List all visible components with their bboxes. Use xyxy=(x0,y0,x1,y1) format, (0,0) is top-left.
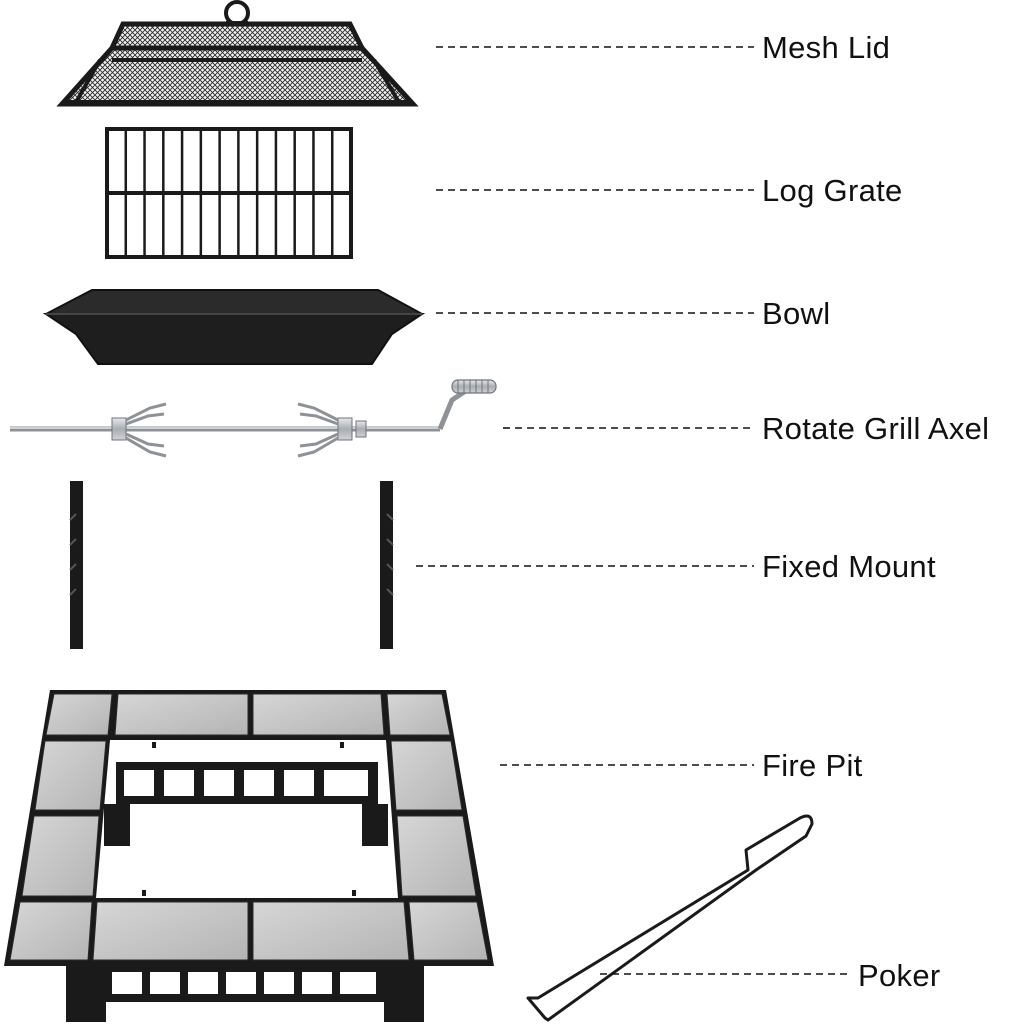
label-log-grate: Log Grate xyxy=(762,173,903,208)
label-mesh-lid: Mesh Lid xyxy=(762,30,890,65)
bowl-illustration xyxy=(42,289,426,365)
fixed-mount-illustration xyxy=(69,481,394,649)
label-fixed-mount: Fixed Mount xyxy=(762,549,936,584)
label-rotate-grill-axel: Rotate Grill Axel xyxy=(762,411,989,446)
log-grate-illustration xyxy=(105,127,353,259)
label-poker: Poker xyxy=(858,958,940,993)
fire-pit-illustration xyxy=(4,690,494,1022)
mesh-lid-illustration xyxy=(56,0,419,107)
label-bowl: Bowl xyxy=(762,296,830,331)
rotisserie-axle-illustration xyxy=(10,379,497,458)
poker-illustration xyxy=(526,814,814,1022)
label-fire-pit: Fire Pit xyxy=(762,748,863,783)
